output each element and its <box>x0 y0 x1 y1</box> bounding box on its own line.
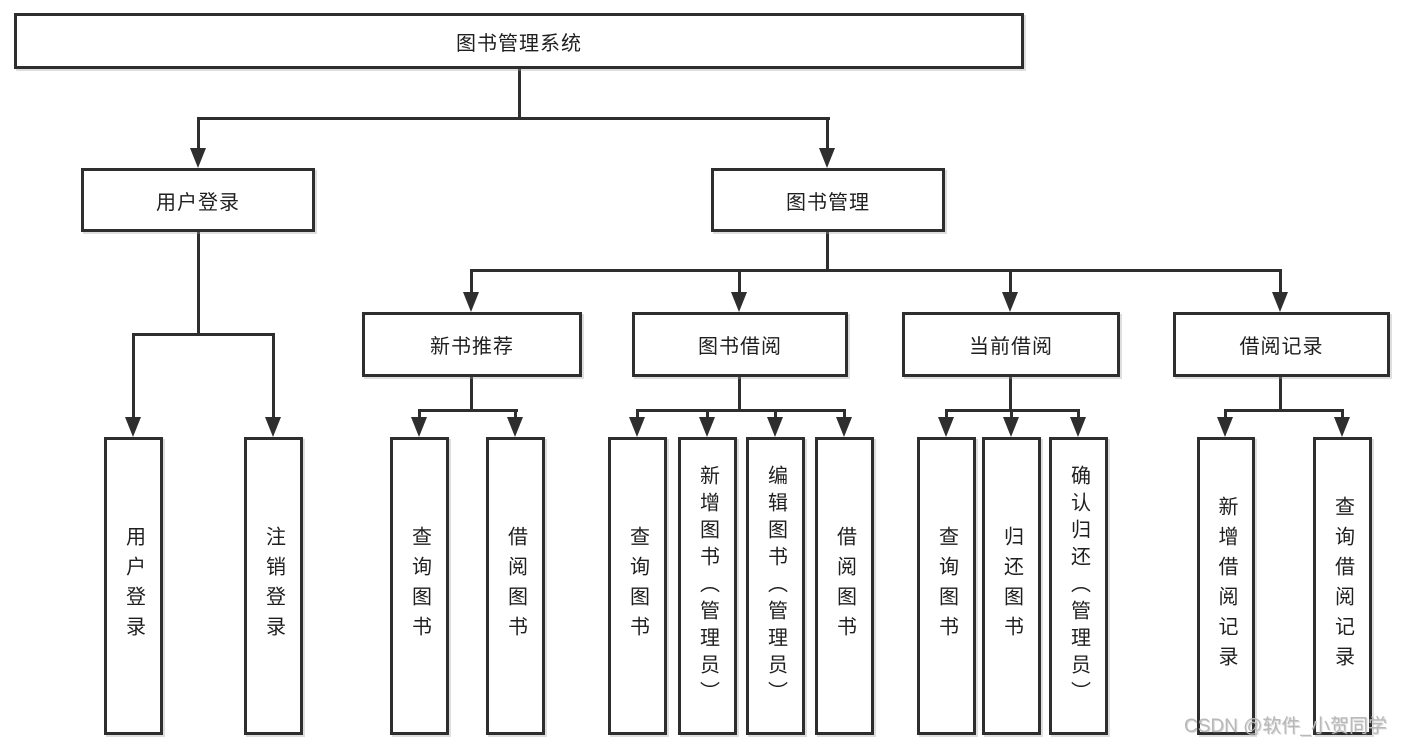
leaf-br-add-record: 新增借阅记录 <box>1197 437 1255 735</box>
connector-line <box>197 232 200 335</box>
node-root-library-system: 图书管理系统 <box>14 13 1024 69</box>
connector-line <box>418 409 421 419</box>
arrowhead-icon <box>938 417 954 437</box>
connector-line <box>470 377 473 412</box>
leaf-bb-borrow-books: 借阅图书 <box>815 437 874 735</box>
arrowhead-icon <box>1334 417 1350 437</box>
connector-line <box>470 269 473 295</box>
node-new-book-recommend: 新书推荐 <box>362 312 582 377</box>
arrowhead-icon <box>699 417 715 437</box>
connector-line <box>1010 409 1013 419</box>
connector-line <box>945 409 948 419</box>
arrowhead-icon <box>507 417 523 437</box>
connector-line <box>418 409 518 412</box>
connector-line <box>197 117 200 151</box>
arrowhead-icon <box>463 292 479 312</box>
connector-line <box>470 269 1282 272</box>
leaf-cb-return-books: 归还图书 <box>982 437 1041 735</box>
connector-line <box>272 333 275 419</box>
node-borrow-records: 借阅记录 <box>1173 312 1390 377</box>
leaf-nb-query-books: 查询图书 <box>390 437 449 735</box>
connector-line <box>826 117 829 151</box>
leaf-cb-confirm-return-admin: 确认归还（管理员） <box>1049 437 1108 735</box>
node-book-management: 图书管理 <box>711 168 945 232</box>
connector-line <box>1224 409 1227 419</box>
arrowhead-icon <box>1217 417 1233 437</box>
connector-line <box>774 409 777 419</box>
leaf-bb-edit-books-admin: 编辑图书（管理员） <box>746 437 805 735</box>
leaf-bb-query-books: 查询图书 <box>608 437 667 735</box>
arrowhead-icon <box>411 417 427 437</box>
connector-line <box>738 377 741 412</box>
leaf-logout: 注销登录 <box>244 437 303 735</box>
leaf-cb-query-books: 查询图书 <box>917 437 976 735</box>
arrowhead-icon <box>629 417 645 437</box>
arrowhead-icon <box>190 148 206 168</box>
arrowhead-icon <box>1003 417 1019 437</box>
connector-line <box>636 409 846 412</box>
arrowhead-icon <box>265 417 281 437</box>
connector-line <box>1077 409 1080 419</box>
connector-line <box>826 232 829 272</box>
connector-line <box>1341 409 1344 419</box>
arrowhead-icon <box>836 417 852 437</box>
node-book-borrowing: 图书借阅 <box>632 312 848 377</box>
arrowhead-icon <box>1272 292 1288 312</box>
node-current-borrowing: 当前借阅 <box>902 312 1120 377</box>
connector-line <box>132 333 275 336</box>
connector-line <box>518 69 521 119</box>
connector-line <box>636 409 639 419</box>
arrowhead-icon <box>819 148 835 168</box>
connector-line <box>706 409 709 419</box>
connector-line <box>514 409 517 419</box>
connector-line <box>1224 409 1344 412</box>
csdn-watermark: CSDN @软件_小贺同学 <box>1184 716 1387 737</box>
connector-line <box>197 117 830 120</box>
connector-line <box>1009 377 1012 412</box>
arrowhead-icon <box>767 417 783 437</box>
connector-line <box>1279 377 1282 412</box>
arrowhead-icon <box>1002 292 1018 312</box>
connector-line <box>843 409 846 419</box>
node-user-login: 用户登录 <box>81 168 315 232</box>
leaf-br-query-record: 查询借阅记录 <box>1313 437 1372 735</box>
arrowhead-icon <box>125 417 141 437</box>
connector-line <box>1009 269 1012 295</box>
leaf-user-login: 用户登录 <box>104 437 163 735</box>
connector-line <box>1279 269 1282 295</box>
leaf-nb-borrow-books: 借阅图书 <box>486 437 545 735</box>
leaf-bb-add-books-admin: 新增图书（管理员） <box>678 437 737 735</box>
arrowhead-icon <box>1070 417 1086 437</box>
connector-line <box>132 333 135 419</box>
connector-line <box>738 269 741 295</box>
arrowhead-icon <box>731 292 747 312</box>
